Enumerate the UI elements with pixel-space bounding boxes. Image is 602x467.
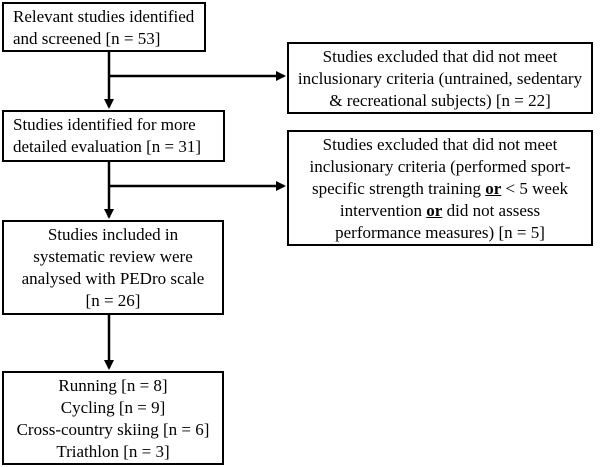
sport-triathlon: Triathlon [n = 3] bbox=[56, 442, 170, 461]
evaluated-line2: detailed evaluation [n = 31] bbox=[13, 137, 202, 156]
excluded1-line3: & recreational subjects) [n = 22] bbox=[329, 91, 551, 110]
excluded2-line4-part2: did not assess bbox=[442, 201, 541, 220]
included-line1: Studies included in bbox=[47, 225, 179, 244]
included-line2: systematic review were bbox=[33, 247, 193, 266]
box-evaluated: Studies identified for more detailed eva… bbox=[2, 110, 225, 162]
box-excluded2: Studies excluded that did not meet inclu… bbox=[287, 130, 593, 246]
excluded2-or-1: or bbox=[485, 179, 502, 198]
excluded2-line3-part2: < 5 week bbox=[501, 179, 569, 198]
box-identified: Relevant studies identified and screened… bbox=[2, 2, 206, 52]
excluded1-line2: inclusionary criteria (untrained, sedent… bbox=[297, 69, 583, 88]
sport-cycling: Cycling [n = 9] bbox=[60, 398, 166, 417]
excluded2-line2: inclusionary criteria (performed sport- bbox=[309, 157, 571, 176]
box-excluded1: Studies excluded that did not meet inclu… bbox=[287, 42, 593, 114]
excluded1-line1: Studies excluded that did not meet bbox=[322, 47, 558, 66]
included-line3: analysed with PEDro scale bbox=[21, 269, 205, 288]
evaluated-line1: Studies identified for more bbox=[13, 115, 196, 134]
sport-running: Running [n = 8] bbox=[58, 376, 168, 395]
excluded2-line4-part1: intervention bbox=[339, 201, 427, 220]
identified-line2: and screened [n = 53] bbox=[13, 29, 161, 48]
included-line4: [n = 26] bbox=[85, 291, 141, 310]
box-sports: Running [n = 8] Cycling [n = 9] Cross-co… bbox=[2, 371, 224, 465]
excluded2-line3-part1: specific strength training bbox=[311, 179, 486, 198]
excluded2-or-2: or bbox=[426, 201, 443, 220]
excluded2-line4: intervention or did not assess bbox=[289, 200, 591, 222]
sport-skiing: Cross-country skiing [n = 6] bbox=[16, 420, 210, 439]
excluded2-line3: specific strength training or < 5 week bbox=[289, 178, 591, 200]
identified-line1: Relevant studies identified bbox=[13, 7, 195, 26]
excluded2-line1: Studies excluded that did not meet bbox=[322, 135, 558, 154]
box-included: Studies included in systematic review we… bbox=[2, 220, 224, 315]
excluded2-line5: performance measures) [n = 5] bbox=[335, 223, 545, 242]
